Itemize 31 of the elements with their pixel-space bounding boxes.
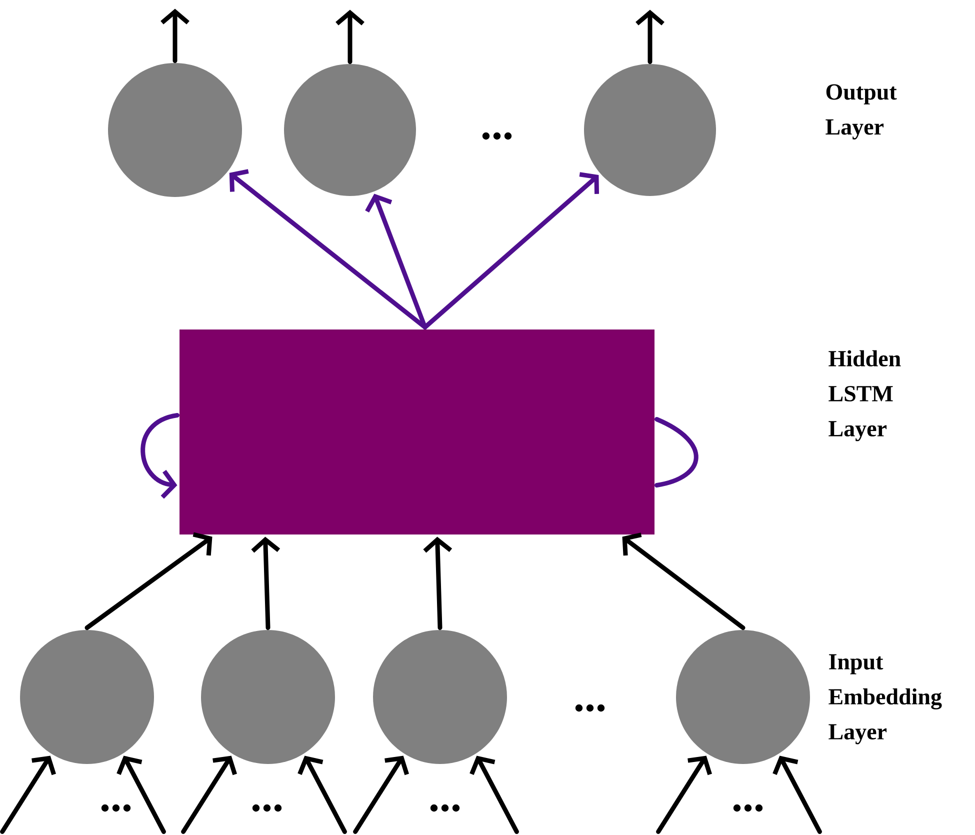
arrow (298, 756, 347, 834)
circle-node (676, 630, 810, 764)
arrow (365, 194, 428, 330)
arrow (84, 532, 212, 630)
ellipsis-dots: ... (252, 804, 282, 812)
arrow (422, 172, 600, 330)
ellipsis-dots: ... (430, 804, 460, 812)
arrow (181, 756, 237, 834)
circle-node (20, 630, 154, 764)
arrow (470, 756, 519, 834)
circle-node (201, 630, 335, 764)
arrow (622, 532, 746, 630)
ellipsis-dots: ... (733, 804, 763, 812)
arrow (656, 756, 712, 834)
layer-label: Output Layer (826, 84, 897, 140)
ellipsis-dots: ... (101, 804, 131, 812)
layer-label: Hidden LSTM Layer (828, 350, 901, 442)
circle-node (373, 630, 507, 764)
ellipsis-dots: ... (575, 704, 605, 712)
arrow (251, 536, 280, 630)
arrow (423, 536, 452, 630)
lstm-box (180, 330, 654, 534)
arrow (140, 413, 180, 499)
circle-node (108, 63, 242, 197)
circle-node (284, 64, 416, 196)
arrow (0, 756, 56, 834)
circle-node (584, 64, 716, 196)
arrow (772, 756, 822, 834)
arrow (116, 756, 166, 834)
ellipsis-dots: ... (482, 132, 512, 140)
arrow (353, 756, 409, 834)
